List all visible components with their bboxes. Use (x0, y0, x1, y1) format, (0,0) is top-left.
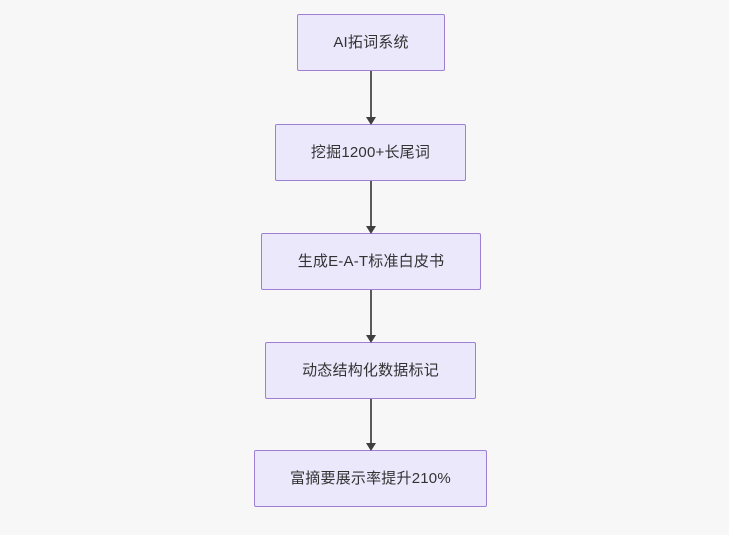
flow-edge-4 (369, 399, 372, 444)
flow-node-1[interactable]: AI拓词系统 (297, 14, 445, 71)
flow-node-4-label: 动态结构化数据标记 (302, 361, 439, 379)
flow-arrowhead-3 (366, 335, 376, 343)
flow-node-4[interactable]: 动态结构化数据标记 (265, 342, 476, 399)
flow-node-5[interactable]: 富摘要展示率提升210% (254, 450, 487, 507)
flow-edge-1 (370, 71, 372, 118)
flow-node-2-label: 挖掘1200+长尾词 (310, 143, 431, 161)
flow-node-2[interactable]: 挖掘1200+长尾词 (275, 124, 466, 181)
flow-edge-2 (369, 181, 372, 227)
flow-edge-3 (370, 290, 372, 336)
flow-node-3-label: 生成E-A-T标准白皮书 (297, 252, 445, 270)
flow-node-5-label: 富摘要展示率提升210% (290, 469, 451, 487)
flow-arrowhead-2 (365, 226, 376, 234)
flow-node-1-label: AI拓词系统 (333, 33, 409, 51)
flow-arrowhead-1 (366, 117, 376, 125)
flow-arrowhead-4 (365, 443, 376, 451)
flow-node-3[interactable]: 生成E-A-T标准白皮书 (261, 233, 481, 290)
